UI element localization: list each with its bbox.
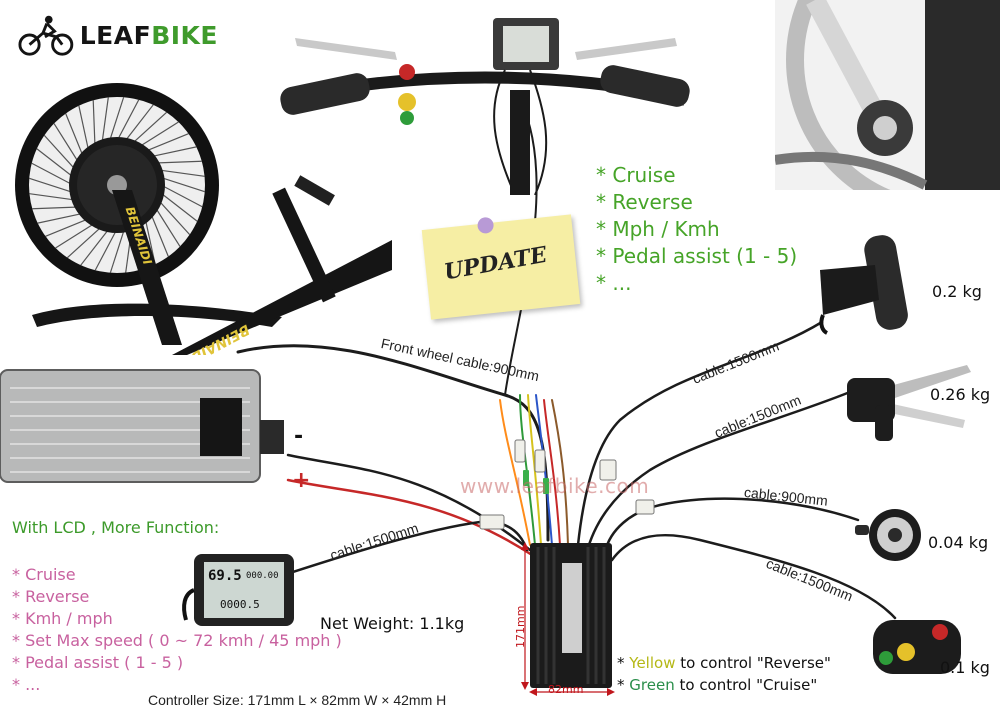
note-rest: to control "Cruise" xyxy=(674,676,818,694)
controller-size: Controller Size: 171mm L × 82mm W × 42mm… xyxy=(148,692,447,708)
lcd-feature-item: * Set Max speed ( 0 ~ 72 kmh / 45 mph ) xyxy=(12,631,342,650)
brake-cable xyxy=(586,390,852,550)
pas-sensor xyxy=(855,505,925,567)
battery-pack xyxy=(0,360,285,490)
update-sticky-note: UPDATE xyxy=(421,214,581,320)
pas-weight: 0.04 kg xyxy=(928,533,989,552)
note-color-word: Yellow xyxy=(629,654,676,672)
brake-weight: 0.26 kg xyxy=(930,385,991,404)
feature-item: * Cruise xyxy=(596,163,676,187)
feature-item: * Mph / Kmh xyxy=(596,217,720,241)
controller-width-dim: 82mm xyxy=(548,683,584,696)
note-rest: to control "Reverse" xyxy=(675,654,831,672)
brand-name-part2: BIKE xyxy=(151,20,218,50)
lcd-feature-list: * Cruise * Reverse * Kmh / mph * Set Max… xyxy=(12,564,342,696)
lcd-feature-item: * Kmh / mph xyxy=(12,609,113,628)
handlebar-photo xyxy=(275,10,695,195)
switch-note-green: * Green to control "Cruise" xyxy=(617,674,831,696)
switch-notes: * Yellow to control "Reverse" * Green to… xyxy=(617,652,831,696)
note-color-word: Green xyxy=(629,676,675,694)
switch-note-yellow: * Yellow to control "Reverse" xyxy=(617,652,831,674)
note-prefix: * xyxy=(617,676,630,694)
lcd-feature-item: * Pedal assist ( 1 - 5 ) xyxy=(12,653,184,672)
brand-name: LEAFBIKE xyxy=(80,21,218,50)
controller-height-dim: 171mm xyxy=(514,605,527,648)
controller-box xyxy=(530,543,612,688)
brake-lever xyxy=(835,360,975,445)
lcd-trip-readout: 0000.5 xyxy=(220,598,260,611)
feature-item: * Pedal assist (1 - 5) xyxy=(596,244,798,268)
controller-dimension-arrows xyxy=(521,542,615,696)
cyclist-logo-icon xyxy=(18,15,74,56)
feature-item: * Reverse xyxy=(596,190,693,214)
battery-plus: + xyxy=(292,468,311,493)
motor-wheel-photo: BEINAIDI BEINAIDI xyxy=(12,55,392,355)
lcd-display-device: 69.5 000.00 0000.5 xyxy=(180,550,300,630)
battery-positive-wire xyxy=(286,478,534,557)
brand-logo: LEAFBIKE xyxy=(18,10,218,60)
throttle-cable xyxy=(576,320,824,547)
lcd-cable xyxy=(266,520,529,582)
feature-item: * ... xyxy=(596,271,632,295)
throttle-weight: 0.2 kg xyxy=(932,282,982,301)
pas-cable xyxy=(603,497,860,554)
switch-cable xyxy=(610,534,897,620)
lcd-speed-readout: 69.5 xyxy=(208,568,242,584)
lcd-odo-readout: 000.00 xyxy=(246,571,279,581)
lcd-feature-item: * ... xyxy=(12,675,41,694)
net-weight: Net Weight: 1.1kg xyxy=(320,614,465,633)
function-switch xyxy=(868,610,968,680)
switch-weight: 0.1 kg xyxy=(940,658,990,677)
watermark: www.leafbike.com xyxy=(460,474,650,498)
lcd-heading: With LCD , More Function: xyxy=(12,518,220,537)
note-prefix: * xyxy=(617,654,630,672)
lcd-feature-item: * Reverse xyxy=(12,587,90,606)
pushpin-icon xyxy=(476,216,495,235)
battery-minus: - xyxy=(294,424,304,449)
brand-name-part1: LEAF xyxy=(79,20,152,50)
update-label: UPDATE xyxy=(442,241,549,286)
lcd-feature-item: * Cruise xyxy=(12,565,76,584)
feature-list: * Cruise * Reverse * Mph / Kmh * Pedal a… xyxy=(596,162,797,297)
throttle-grip xyxy=(815,225,935,335)
pedal-sensor-photo xyxy=(775,0,1000,190)
